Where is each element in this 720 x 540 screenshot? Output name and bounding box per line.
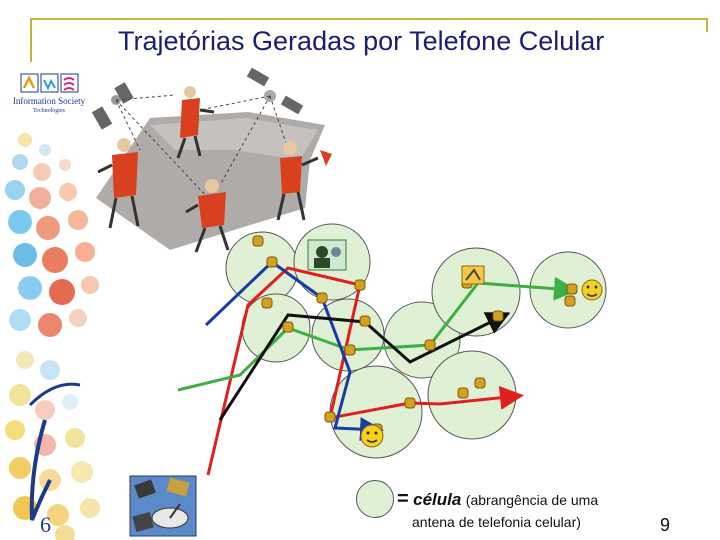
phone-user-icon <box>307 239 347 271</box>
slide-frame-left <box>30 18 32 62</box>
legend-term: célula <box>413 490 462 509</box>
satellite-icon <box>246 67 304 115</box>
antenna-node <box>344 344 356 356</box>
legend-equals: = <box>397 488 409 510</box>
legend-text: = célula (abrangência de uma <box>397 488 598 511</box>
slide-frame-top <box>30 18 708 20</box>
smiley-face-icon <box>581 279 603 301</box>
ist-logo-name: Information Society <box>12 96 86 106</box>
antenna-node <box>424 339 436 351</box>
slide-title: Trajetórias Geradas por Telefone Celular <box>118 26 605 56</box>
antenna-node <box>316 292 328 304</box>
ist-logo-subtitle: Technologies <box>33 108 65 114</box>
antenna-node <box>492 310 504 322</box>
smiley-face-icon <box>360 424 384 448</box>
svg-text:6: 6 <box>40 512 51 537</box>
satellite-dish-icon <box>129 475 197 537</box>
cell-group <box>225 223 607 459</box>
trajectory-blue <box>204 260 384 442</box>
page-number: 9 <box>660 515 671 535</box>
people-icon <box>97 86 332 253</box>
antenna-node <box>261 297 273 309</box>
antenna-node <box>359 315 371 327</box>
antenna-node <box>282 321 294 333</box>
slide-frame-right <box>706 18 708 32</box>
antenna-node <box>266 256 278 268</box>
antenna-node <box>324 411 336 423</box>
cell <box>241 293 311 363</box>
sign-icon <box>461 265 485 285</box>
legend-description: (abrangência de uma <box>465 492 599 508</box>
antenna-node <box>457 387 469 399</box>
antenna-node <box>564 295 576 307</box>
antenna-node <box>404 397 416 409</box>
cell <box>431 247 521 337</box>
information-society-logo: Information Society Technologies <box>8 70 90 122</box>
antenna-node <box>566 283 578 295</box>
cell <box>427 350 517 440</box>
antenna-nodes <box>252 235 578 435</box>
satellite-icon <box>91 82 134 130</box>
antenna-node <box>252 235 264 247</box>
legend-description-line2: antena de telefonia celular) <box>412 514 581 530</box>
legend-cell-symbol <box>356 480 394 518</box>
ist-logo-icon <box>20 73 79 93</box>
decorative-hexagon-strip: 6 <box>5 133 100 540</box>
antenna-node <box>354 279 366 291</box>
antenna-node <box>474 377 486 389</box>
